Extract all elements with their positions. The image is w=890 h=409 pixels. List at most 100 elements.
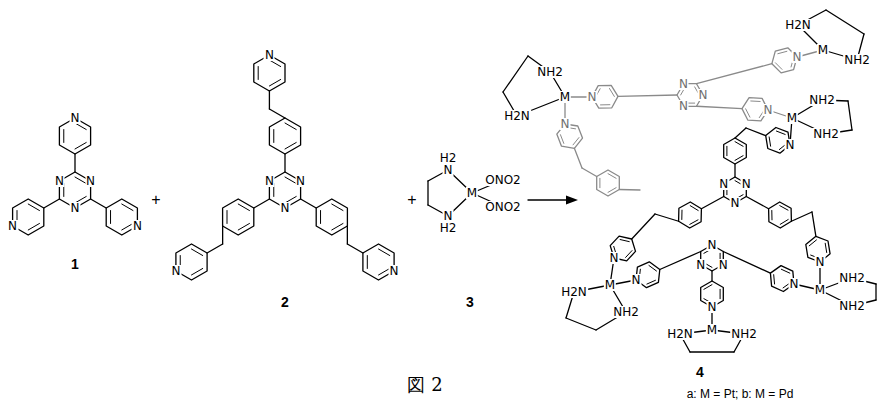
bond [227,211,228,224]
bond [681,210,682,219]
bond [776,131,785,134]
bond [735,142,743,147]
ring [597,170,620,196]
bond [379,249,390,255]
bond [720,289,721,298]
atom-label: N [678,78,689,90]
bond [711,271,712,281]
atom-label: N [792,51,803,63]
atom-label: N [741,178,752,190]
bond [751,100,760,101]
bond [285,142,296,148]
atom-label: NH2 [843,54,871,66]
plus-sign: + [150,192,161,208]
plus-sign: + [406,192,417,208]
bond [697,106,743,108]
bond [269,109,285,118]
atom-label: N [85,175,96,187]
bond [238,223,249,229]
bond [626,251,632,258]
atom-label: M [604,279,616,291]
atom-label: NH2 [838,300,866,312]
bond [207,244,223,253]
bond [44,199,60,208]
bond [320,211,321,224]
bond [284,154,285,172]
atom-label: M [559,91,571,103]
atom-label: N [815,256,826,268]
bond [110,211,111,224]
bond [619,189,640,191]
bond [791,212,812,221]
figure-caption: 図 2 [406,376,443,394]
atom-label: N [695,259,706,271]
ring [269,118,300,154]
bond [332,204,343,210]
atom-label: N [7,220,18,232]
bond [427,181,428,205]
ring [724,138,747,164]
bond [347,226,348,244]
atom-label: ONO2 [484,201,522,213]
bond [273,130,274,143]
atom-label: N [443,210,454,222]
bond [269,60,280,66]
bond [781,269,790,273]
atom-label: N [730,197,741,209]
atom-label: N [295,175,306,187]
bond [28,204,39,210]
atom-label: H2N [784,19,812,31]
bond [632,214,655,239]
bond [735,128,746,138]
compound-number: 3 [465,295,475,309]
bond [191,249,202,255]
atom-label: H2 [439,222,458,234]
atom-label: N [587,91,598,103]
atom-label: N [785,139,796,151]
bond [773,275,775,284]
bond [780,206,788,210]
bond [690,206,698,211]
footnote: a: M = Pt; b: M = Pd [686,388,795,400]
bond [826,10,864,34]
ring [223,199,254,235]
atom-label: NH2 [536,66,564,78]
bond [74,154,75,172]
compound-number: 2 [280,295,290,309]
bond [347,244,363,253]
atom-label: N [763,104,774,116]
bond [618,95,677,96]
atom-label: N [264,49,275,61]
bond [778,51,787,53]
bond [573,138,579,145]
bond [746,197,768,209]
atom-label: N [609,252,620,264]
bond [746,109,750,117]
bond [285,123,296,129]
bond [608,188,616,193]
bond [701,197,723,209]
atom-label: N [132,220,143,232]
bond [655,214,679,221]
atom-label: NH2 [808,94,836,106]
bond [769,137,770,146]
reaction-arrowhead [566,196,578,205]
ring [316,199,347,235]
atom-label: N [280,202,291,214]
bond [620,240,629,242]
bond [582,168,597,177]
bond [848,101,852,130]
atom-label: NH2 [730,328,758,340]
atom-label: H2 [439,152,458,164]
bond [75,123,86,129]
atom-label: N [631,274,642,286]
bond [75,142,86,148]
bond [723,252,770,274]
bond [503,56,528,92]
atom-label: H2N [666,328,694,340]
atom-label: N [718,178,729,190]
ring [679,202,702,228]
bond [254,199,270,208]
atom-label: N [560,118,571,130]
